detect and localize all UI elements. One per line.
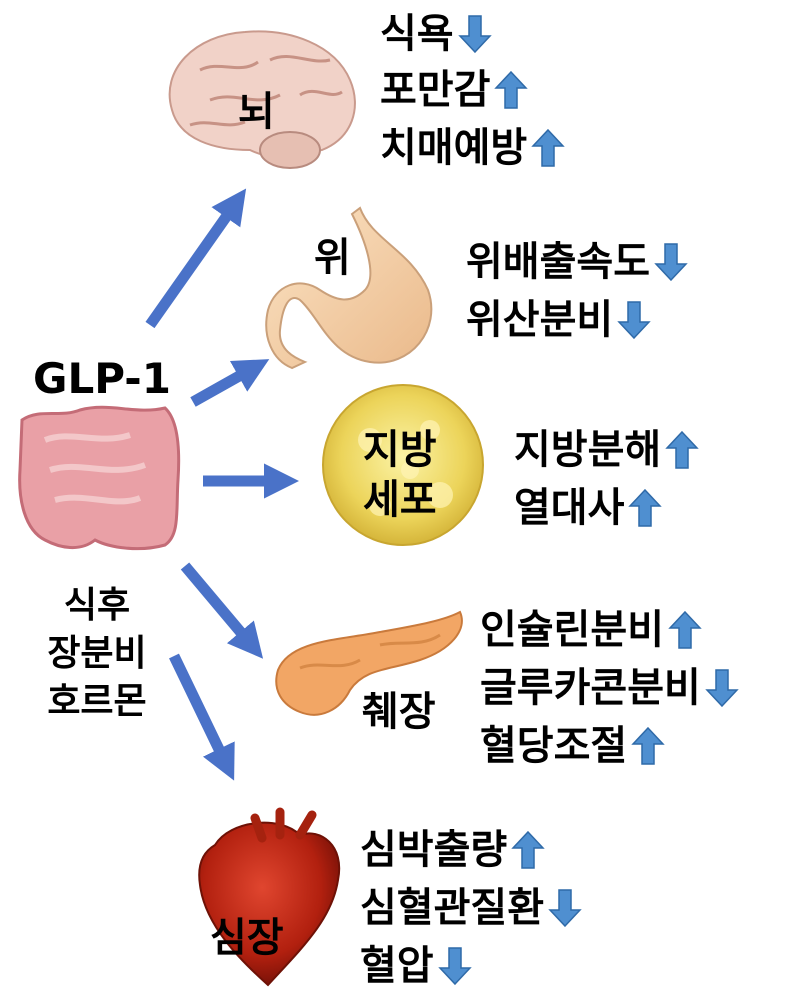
pancreas-effect-row: 글루카콘분비: [480, 668, 739, 708]
pancreas-label: 췌장: [362, 692, 436, 732]
brain-effect-text: 포만감: [380, 70, 490, 110]
brain-effect-row: 식욕: [380, 14, 492, 54]
pancreas-effect-row: 혈당조절: [480, 726, 665, 766]
arrow-to-brain: [150, 200, 238, 325]
pancreas-effect-text: 글루카콘분비: [480, 668, 701, 708]
heart-effect-text: 혈압: [360, 946, 434, 986]
pancreas-effect-text: 인슐린분비: [480, 610, 664, 650]
pancreas-effect-row: 인슐린분비: [480, 610, 702, 650]
fat-label-line-1: 지방: [363, 425, 437, 475]
fat-label: 지방 세포: [363, 425, 437, 525]
heart-label: 심장: [210, 918, 284, 958]
arrow-to-pancreas: [185, 566, 254, 648]
intestine-caption: 식후 장분비 호르몬: [22, 582, 172, 726]
brain-effect-text: 치매예방: [380, 128, 527, 168]
up-arrow-icon: [628, 488, 662, 528]
heart-effect-row: 심혈관질환: [360, 888, 582, 928]
glp1-label: GLP-1: [33, 358, 171, 400]
fat-label-line-2: 세포: [363, 475, 437, 525]
down-arrow-icon: [705, 668, 739, 708]
brain-label: 뇌: [238, 92, 275, 132]
fat-effect-row: 열대사: [514, 488, 662, 528]
brain-effect-row: 포만감: [380, 70, 528, 110]
intestine-illustration: [20, 407, 179, 548]
up-arrow-icon: [631, 726, 665, 766]
pancreas-effect-text: 혈당조절: [480, 726, 627, 766]
down-arrow-icon: [617, 300, 651, 340]
brain-effect-row: 치매예방: [380, 128, 565, 168]
heart-effect-text: 심박출량: [360, 830, 507, 870]
down-arrow-icon: [548, 888, 582, 928]
stomach-effect-row: 위산분비: [466, 300, 651, 340]
arrow-to-heart: [174, 656, 228, 768]
caption-line-1: 식후: [22, 582, 172, 630]
stomach-effect-row: 위배출속도: [466, 242, 688, 282]
stomach-effect-text: 위배출속도: [466, 242, 650, 282]
heart-effect-row: 혈압: [360, 946, 472, 986]
heart-effect-row: 심박출량: [360, 830, 545, 870]
stomach-label: 위: [314, 238, 351, 278]
up-arrow-icon: [668, 610, 702, 650]
down-arrow-icon: [654, 242, 688, 282]
fat-effect-text: 지방분해: [514, 430, 661, 470]
down-arrow-icon: [438, 946, 472, 986]
heart-effect-text: 심혈관질환: [360, 888, 544, 928]
arrow-to-stomach: [193, 366, 257, 402]
stomach-effect-text: 위산분비: [466, 300, 613, 340]
up-arrow-icon: [511, 830, 545, 870]
fat-effect-text: 열대사: [514, 488, 624, 528]
fat-effect-row: 지방분해: [514, 430, 699, 470]
up-arrow-icon: [531, 128, 565, 168]
up-arrow-icon: [494, 70, 528, 110]
up-arrow-icon: [665, 430, 699, 470]
brain-effect-text: 식욕: [380, 14, 454, 54]
stomach-illustration: [266, 208, 431, 368]
down-arrow-icon: [458, 14, 492, 54]
caption-line-3: 호르몬: [22, 678, 172, 726]
caption-line-2: 장분비: [22, 630, 172, 678]
